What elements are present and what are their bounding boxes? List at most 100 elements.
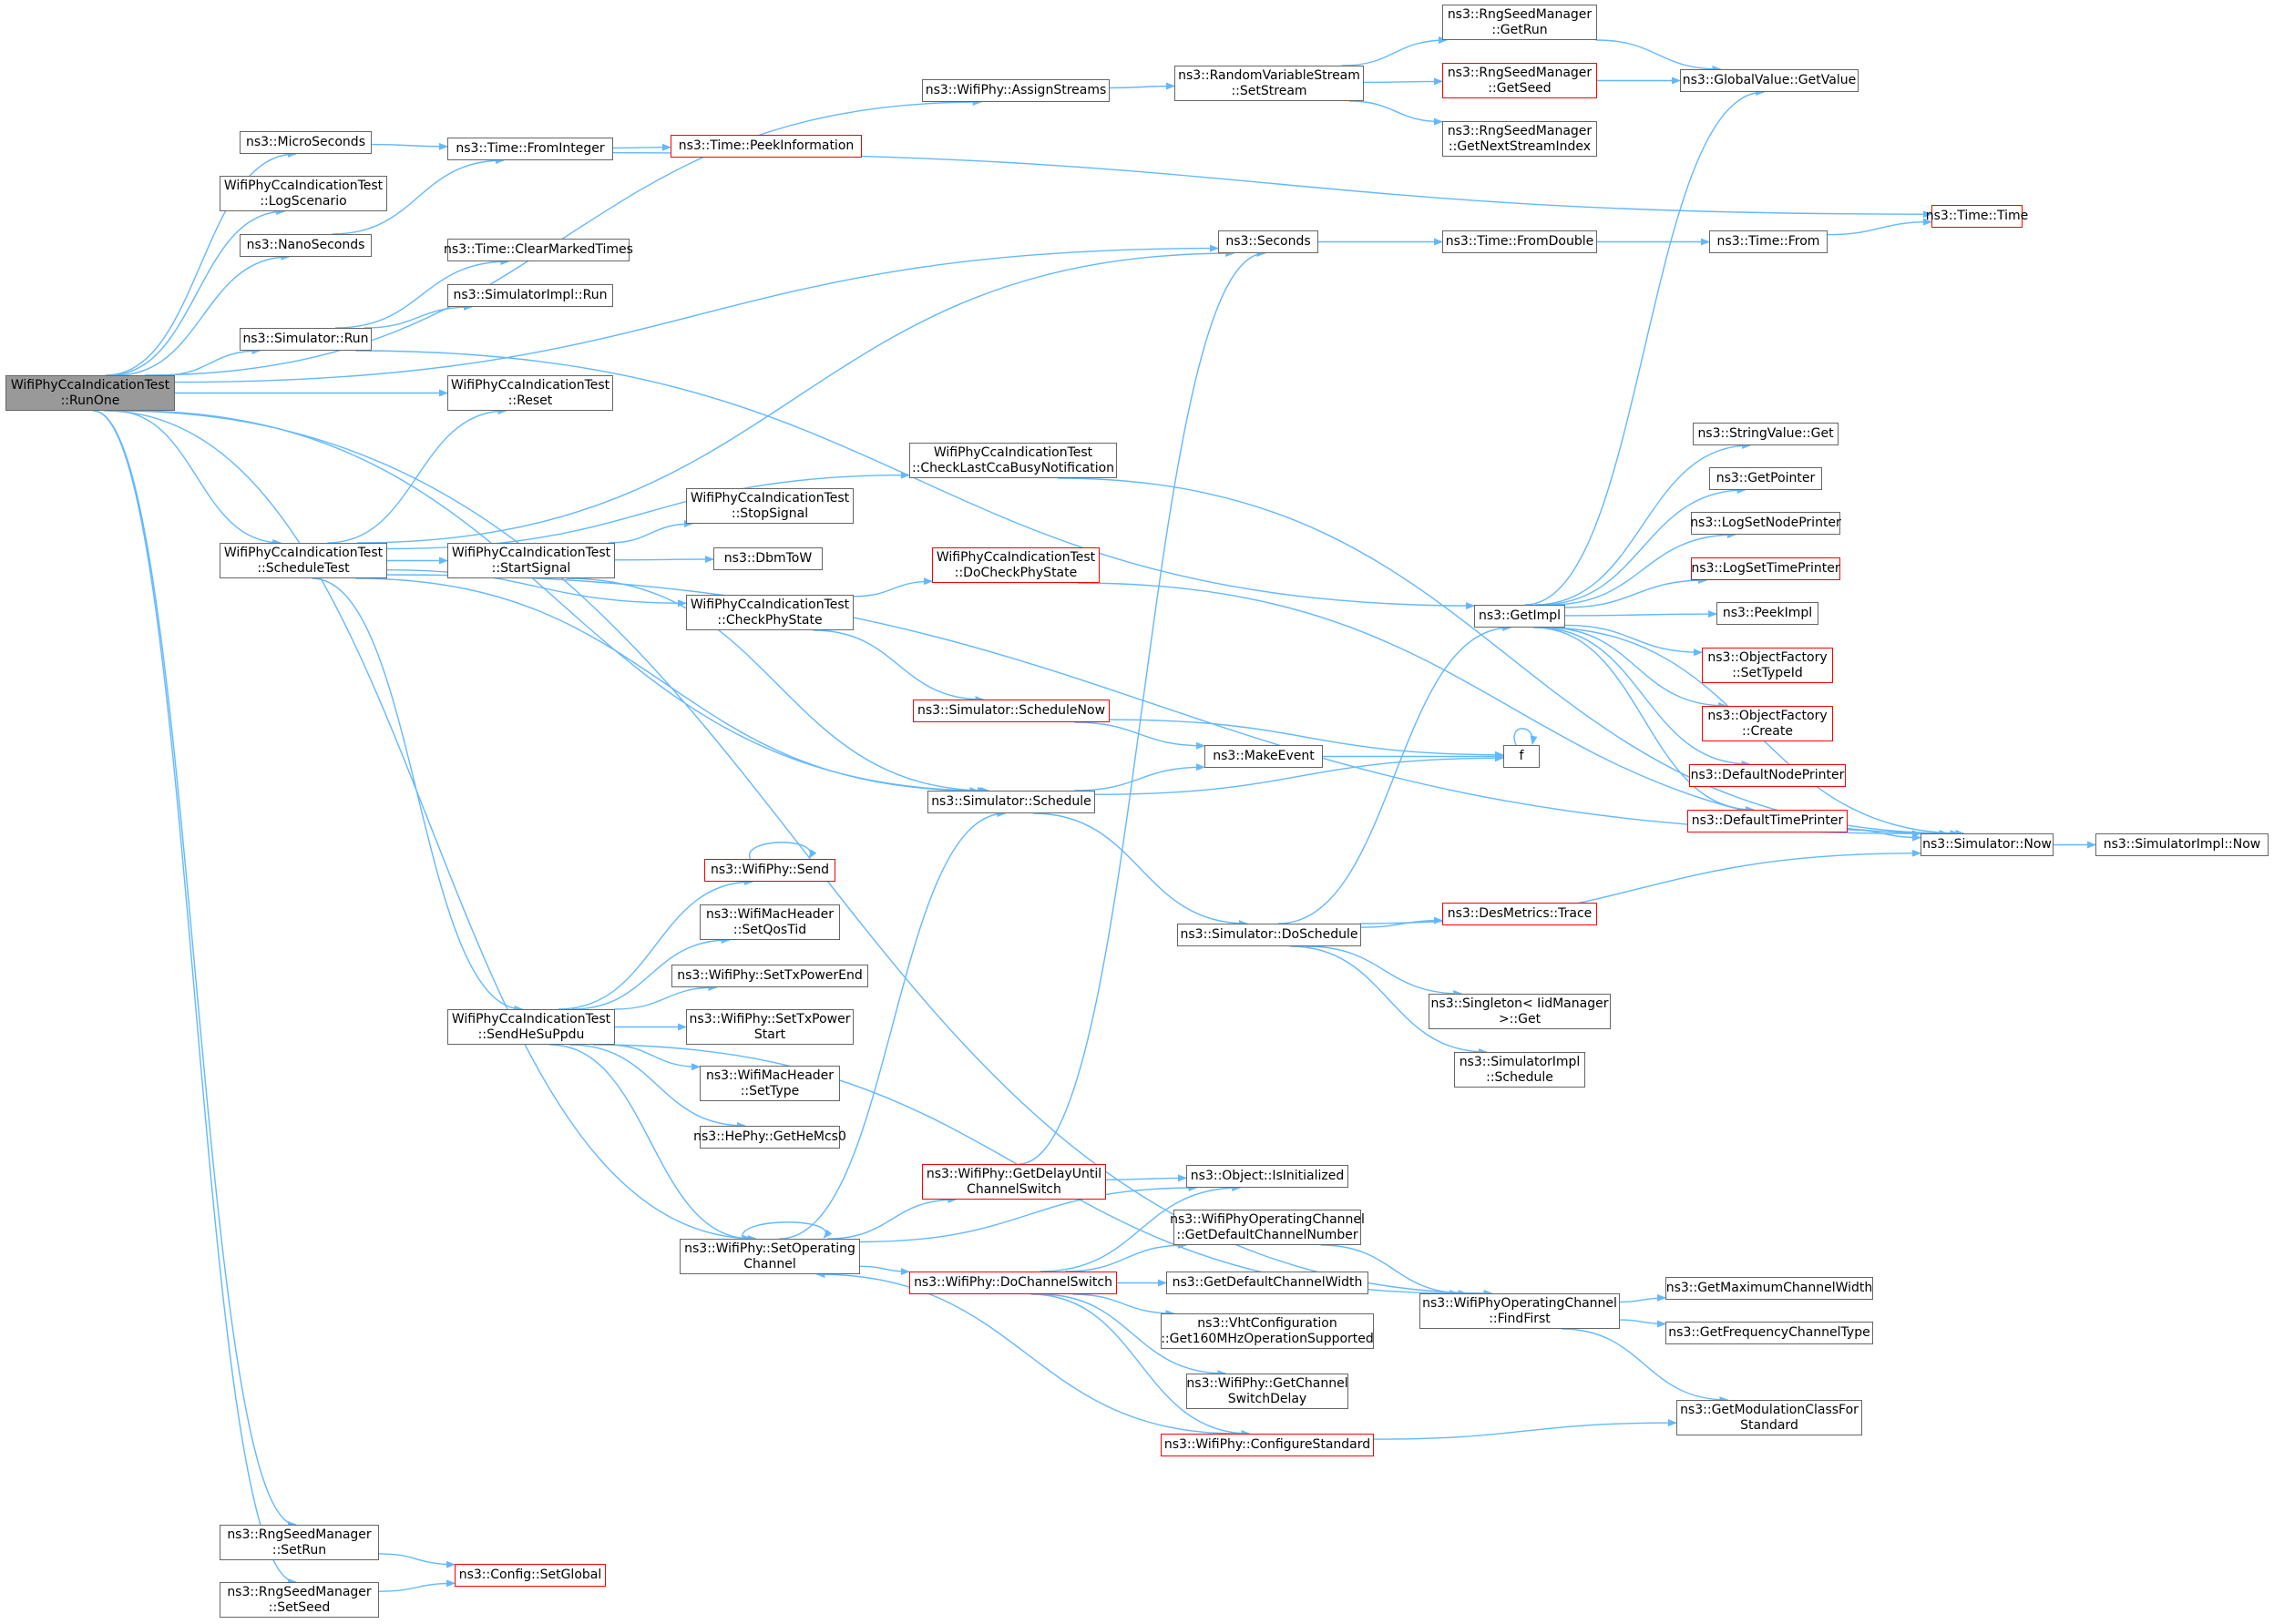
node-setqostid[interactable]: ns3::WifiMacHeader::SetQosTid bbox=[700, 904, 840, 940]
node-simrun[interactable]: ns3::Simulator::Run bbox=[240, 328, 372, 351]
edge-simrun-to-getimpl bbox=[355, 350, 1475, 610]
node-dbmtow[interactable]: ns3::DbmToW bbox=[713, 547, 823, 570]
node-reset[interactable]: WifiPhyCcaIndicationTest::Reset bbox=[447, 375, 613, 411]
node-wifisend[interactable]: ns3::WifiPhy::Send bbox=[704, 859, 835, 882]
node-nanoseconds[interactable]: ns3::NanoSeconds bbox=[240, 234, 372, 257]
node-ofcreate[interactable]: ns3::ObjectFactory::Create bbox=[1702, 706, 1833, 741]
node-setstream[interactable]: ns3::RandomVariableStream::SetStream bbox=[1174, 66, 1364, 101]
node-isinitialized[interactable]: ns3::Object::IsInitialized bbox=[1186, 1165, 1348, 1188]
node-get160[interactable]: ns3::VhtConfiguration::Get160MHzOperatio… bbox=[1161, 1313, 1374, 1349]
node-label-line: ns3::SimulatorImpl::Run bbox=[453, 288, 608, 302]
node-simimplnow[interactable]: ns3::SimulatorImpl::Now bbox=[2095, 833, 2269, 856]
node-settxpowerend[interactable]: ns3::WifiPhy::SetTxPowerEnd bbox=[671, 965, 868, 987]
node-getimpl[interactable]: ns3::GetImpl bbox=[1474, 605, 1565, 628]
edge-getimpl-to-lognode bbox=[1550, 531, 1736, 606]
node-simimplrun[interactable]: ns3::SimulatorImpl::Run bbox=[447, 284, 613, 307]
node-checkphystate[interactable]: WifiPhyCcaIndicationTest::CheckPhyState bbox=[686, 595, 854, 630]
edge-sendhesuppdu-to-wifisend bbox=[558, 878, 753, 1010]
node-getdefchwidth[interactable]: ns3::GetDefaultChannelWidth bbox=[1166, 1272, 1368, 1294]
edge-dochannelswitch-to-getchswitchdelay bbox=[1040, 1293, 1227, 1377]
edge-setopchannel-to-simschedule bbox=[779, 810, 1007, 1240]
node-configstd[interactable]: ns3::WifiPhy::ConfigureStandard bbox=[1161, 1434, 1374, 1456]
edge-sendhesuppdu-to-setopchannel bbox=[549, 1044, 753, 1242]
node-makeevent[interactable]: ns3::MakeEvent bbox=[1204, 745, 1323, 768]
edge-schedulenow-to-f bbox=[1109, 719, 1504, 759]
node-label-line: ::SetStream bbox=[1231, 83, 1307, 98]
node-scheduletest[interactable]: WifiPhyCcaIndicationTest::ScheduleTest bbox=[220, 543, 387, 578]
edge-sendhesuppdu-to-settxpowerend bbox=[614, 984, 718, 1010]
node-fromdouble[interactable]: ns3::Time::FromDouble bbox=[1442, 230, 1597, 253]
node-timefrom[interactable]: ns3::Time::From bbox=[1709, 230, 1828, 253]
edge-dochannelswitch-to-isinitialized bbox=[1040, 1184, 1242, 1272]
node-simschedule[interactable]: ns3::Simulator::Schedule bbox=[927, 791, 1095, 813]
node-ofsettypeid[interactable]: ns3::ObjectFactory::SetTypeId bbox=[1702, 648, 1833, 683]
node-settype[interactable]: ns3::WifiMacHeader::SetType bbox=[700, 1066, 840, 1101]
node-label-line: ns3::WifiMacHeader bbox=[705, 1067, 835, 1083]
edge-doschedule-to-getimpl bbox=[1277, 624, 1512, 924]
node-peekinfo[interactable]: ns3::Time::PeekInformation bbox=[671, 135, 862, 158]
node-fromint[interactable]: ns3::Time::FromInteger bbox=[447, 138, 613, 160]
node-deftime[interactable]: ns3::DefaultTimePrinter bbox=[1687, 810, 1848, 832]
node-globalvalue[interactable]: ns3::GlobalValue::GetValue bbox=[1680, 69, 1859, 92]
node-label-line: Start bbox=[753, 1026, 786, 1042]
node-checklastcca[interactable]: WifiPhyCcaIndicationTest::CheckLastCcaBu… bbox=[909, 443, 1117, 478]
node-getfreqtype[interactable]: ns3::GetFrequencyChannelType bbox=[1665, 1322, 1873, 1344]
edge-getimpl-to-peekimpl bbox=[1564, 610, 1717, 618]
node-dochannelswitch[interactable]: ns3::WifiPhy::DoChannelSwitch bbox=[909, 1272, 1117, 1294]
node-f[interactable]: f bbox=[1503, 745, 1540, 768]
node-singleton[interactable]: ns3::Singleton< IidManager>::Get bbox=[1429, 994, 1611, 1029]
node-setseed[interactable]: ns3::RngSeedManager::SetSeed bbox=[220, 1582, 379, 1618]
node-label-line: ::DoCheckPhyState bbox=[954, 565, 1078, 580]
node-rngrun[interactable]: ns3::RngSeedManager::GetRun bbox=[1442, 5, 1597, 40]
node-startsignal[interactable]: WifiPhyCcaIndicationTest::StartSignal bbox=[447, 543, 615, 578]
edge-getimpl-to-logtime bbox=[1564, 577, 1708, 608]
node-simnow[interactable]: ns3::Simulator::Now bbox=[1921, 833, 2054, 856]
node-assignstreams[interactable]: ns3::WifiPhy::AssignStreams bbox=[922, 79, 1110, 102]
node-rngnextidx[interactable]: ns3::RngSeedManager::GetNextStreamIndex bbox=[1442, 121, 1597, 157]
node-logtime[interactable]: ns3::LogSetTimePrinter bbox=[1691, 557, 1840, 580]
node-clearmarked[interactable]: ns3::Time::ClearMarkedTimes bbox=[444, 239, 633, 261]
node-timetime[interactable]: ns3::Time::Time bbox=[1926, 205, 2028, 228]
node-label-line: ::CheckPhyState bbox=[717, 612, 823, 628]
node-label-line: ns3::WifiPhy::ConfigureStandard bbox=[1163, 1437, 1371, 1452]
node-schedulenow[interactable]: ns3::Simulator::ScheduleNow bbox=[913, 700, 1110, 722]
edge-microseconds-to-fromint bbox=[371, 142, 448, 150]
node-strget[interactable]: ns3::StringValue::Get bbox=[1693, 423, 1839, 445]
node-setglobal[interactable]: ns3::Config::SetGlobal bbox=[455, 1564, 606, 1587]
node-microseconds[interactable]: ns3::MicroSeconds bbox=[240, 131, 372, 154]
node-getpointer[interactable]: ns3::GetPointer bbox=[1709, 467, 1822, 490]
node-stopsignal[interactable]: WifiPhyCcaIndicationTest::StopSignal bbox=[686, 488, 854, 524]
node-simimplsched[interactable]: ns3::SimulatorImpl::Schedule bbox=[1454, 1052, 1585, 1088]
node-logscenario[interactable]: WifiPhyCcaIndicationTest::LogScenario bbox=[220, 176, 387, 211]
node-runone[interactable]: WifiPhyCcaIndicationTest::RunOne bbox=[5, 375, 175, 411]
node-peekimpl[interactable]: ns3::PeekImpl bbox=[1716, 602, 1818, 625]
edge-simschedule-to-makeevent bbox=[1074, 763, 1205, 792]
node-defnode[interactable]: ns3::DefaultNodePrinter bbox=[1689, 764, 1846, 787]
node-lognode[interactable]: ns3::LogSetNodePrinter bbox=[1690, 512, 1841, 535]
edge-timefrom-to-timetime bbox=[1827, 218, 1932, 236]
node-label-line: ns3::DesMetrics::Trace bbox=[1447, 906, 1593, 921]
edge-setstream-to-rngseed bbox=[1363, 77, 1443, 86]
node-gethemcs0[interactable]: ns3::HePhy::GetHeMcs0 bbox=[693, 1126, 846, 1149]
edge-scheduletest-to-checkphystate bbox=[386, 569, 687, 608]
node-findfirst[interactable]: ns3::WifiPhyOperatingChannel::FindFirst bbox=[1419, 1293, 1620, 1329]
node-getdefchnum[interactable]: ns3::WifiPhyOperatingChannel::GetDefault… bbox=[1170, 1210, 1365, 1245]
node-label-line: WifiPhyCcaIndicationTest bbox=[451, 1011, 611, 1026]
edge-getdefchnum-to-findfirst bbox=[1320, 1244, 1468, 1297]
node-destrace[interactable]: ns3::DesMetrics::Trace bbox=[1442, 903, 1597, 925]
edge-findfirst-to-getmodclass bbox=[1561, 1328, 1729, 1404]
node-seconds[interactable]: ns3::Seconds bbox=[1218, 230, 1318, 253]
node-rngseed[interactable]: ns3::RngSeedManager::GetSeed bbox=[1442, 63, 1597, 98]
node-label-line: ns3::RngSeedManager bbox=[227, 1584, 372, 1599]
node-docheckphystate[interactable]: WifiPhyCcaIndicationTest::DoCheckPhyStat… bbox=[932, 547, 1100, 583]
node-getmaxchw[interactable]: ns3::GetMaximumChannelWidth bbox=[1665, 1277, 1873, 1300]
node-sendhesuppdu[interactable]: WifiPhyCcaIndicationTest::SendHeSuPpdu bbox=[447, 1009, 615, 1045]
node-setrun[interactable]: ns3::RngSeedManager::SetRun bbox=[220, 1525, 379, 1560]
node-doschedule[interactable]: ns3::Simulator::DoSchedule bbox=[1177, 924, 1361, 946]
node-label-line: ::SetRun bbox=[271, 1542, 327, 1558]
